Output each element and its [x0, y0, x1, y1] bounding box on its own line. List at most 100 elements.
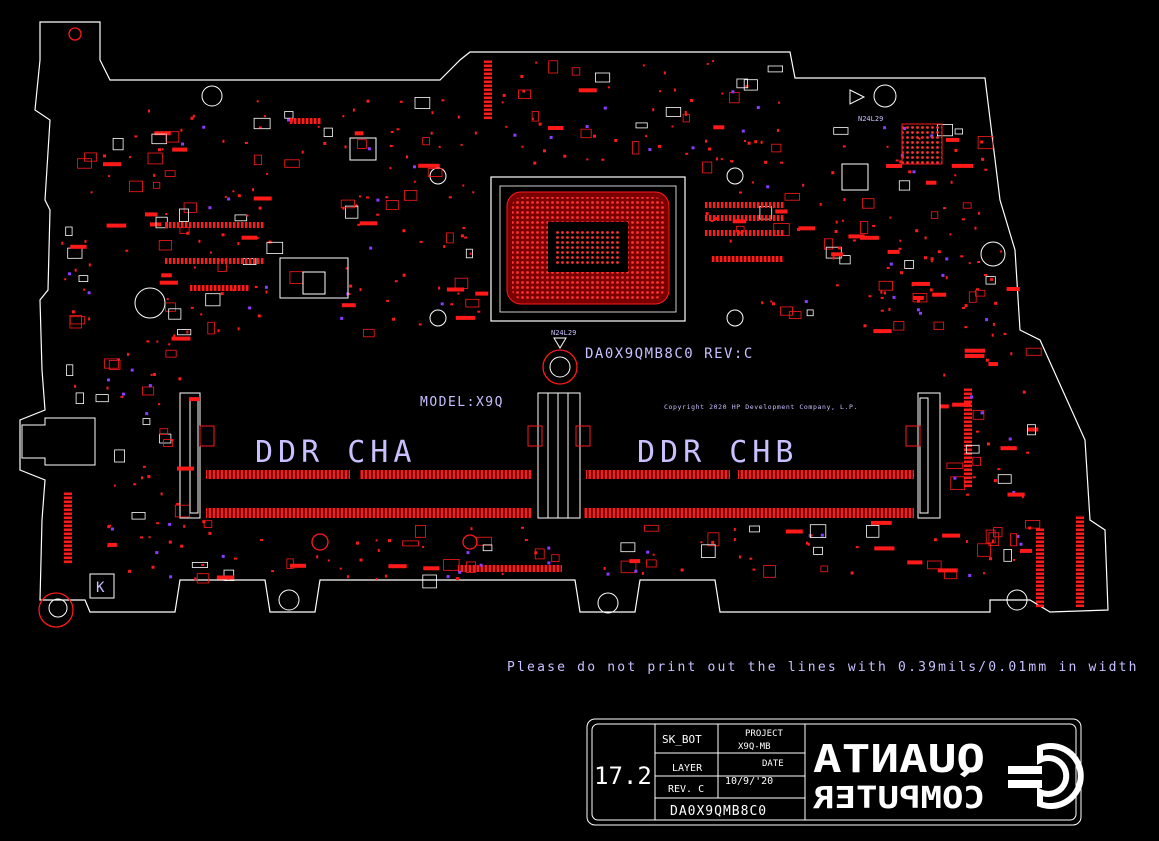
component-pad	[980, 411, 984, 415]
component-pad	[64, 278, 67, 281]
component-pad	[852, 239, 856, 242]
component-pad	[261, 258, 264, 264]
component-pad	[183, 524, 186, 528]
component-pad	[603, 106, 607, 110]
component-pad	[465, 298, 480, 308]
component-pad	[842, 145, 846, 148]
component-pad	[198, 285, 201, 291]
component-pad	[733, 230, 736, 236]
component-pad	[974, 226, 977, 230]
component-pad	[733, 527, 736, 531]
component-pad	[708, 147, 712, 151]
component-pad	[813, 546, 823, 555]
component-pad	[446, 575, 450, 579]
component-pad	[985, 276, 996, 285]
component-pad	[964, 304, 968, 308]
component-pad	[419, 240, 423, 243]
component-pad	[889, 216, 892, 219]
component-pad	[710, 219, 714, 222]
project-value: X9Q-MB	[738, 742, 771, 752]
component-pad	[1012, 491, 1016, 494]
component-pad	[205, 293, 221, 307]
component-pad	[462, 226, 466, 229]
component-pad	[266, 172, 269, 175]
component-pad	[168, 522, 172, 526]
component-pad	[898, 180, 911, 191]
component-pad	[705, 230, 708, 236]
rev-label: REV. C	[668, 784, 704, 795]
component-pad	[148, 536, 151, 539]
component-pad	[384, 574, 387, 578]
component-pad	[705, 202, 708, 208]
component-pad	[342, 115, 345, 118]
component-pad	[246, 285, 249, 291]
component-pad	[349, 284, 353, 288]
component-pad	[208, 531, 212, 535]
component-pad	[185, 258, 188, 264]
component-pad	[737, 215, 740, 221]
component-pad	[354, 131, 364, 136]
component-pad	[893, 321, 905, 331]
component-pad	[166, 298, 169, 300]
component-pad	[462, 184, 465, 187]
component-pad	[752, 256, 755, 262]
component-pad	[985, 318, 989, 322]
component-pad	[125, 249, 129, 252]
component-pad	[729, 215, 732, 221]
component-pad	[198, 239, 201, 243]
component-pad	[284, 111, 294, 119]
mounting-hole	[549, 356, 571, 378]
component-pad	[266, 241, 284, 255]
mounting-hole	[873, 84, 897, 108]
component-pad	[133, 483, 137, 486]
component-pad	[189, 222, 192, 228]
component-pad	[146, 340, 150, 343]
component-pad	[241, 222, 244, 228]
component-pad	[725, 202, 728, 208]
ddr-cha-label: DDR CHA	[255, 435, 416, 470]
component-pad	[745, 84, 749, 88]
component-pad	[993, 479, 997, 483]
component-pad	[164, 170, 176, 177]
component-pad	[972, 409, 985, 420]
component-pad	[772, 302, 775, 306]
right-connector-2	[1036, 528, 1044, 608]
component-pad	[477, 310, 481, 313]
component-pad	[966, 493, 970, 496]
component-pad	[173, 334, 176, 338]
component-pad	[257, 222, 260, 228]
component-pad	[344, 145, 347, 149]
component-pad	[113, 484, 116, 487]
mounting-hole	[48, 598, 68, 618]
component-pad	[406, 155, 408, 159]
component-pad	[67, 247, 83, 259]
component-pad	[359, 221, 378, 226]
component-pad	[457, 292, 460, 295]
component-pad	[781, 230, 784, 236]
component-pad	[233, 222, 236, 228]
component-pad	[965, 444, 980, 454]
component-pad	[446, 287, 465, 292]
component-pad	[443, 559, 460, 571]
component-pad	[83, 288, 86, 291]
component-pad	[984, 168, 988, 171]
component-pad	[359, 195, 361, 198]
component-pad	[216, 575, 235, 580]
component-pad	[168, 308, 182, 320]
component-pad	[713, 230, 716, 236]
component-pad	[201, 564, 205, 566]
component-pad	[965, 540, 968, 543]
component-pad	[709, 215, 712, 221]
component-pad	[177, 222, 180, 228]
component-pad	[140, 536, 143, 539]
component-pad	[685, 152, 689, 155]
component-pad	[207, 321, 215, 335]
component-pad	[538, 122, 542, 126]
component-pad	[431, 111, 434, 115]
component-pad	[156, 340, 159, 343]
component-pad	[348, 293, 351, 295]
component-pad	[908, 170, 912, 174]
board-part-number: DA0X9QMB8C0 REV:C	[585, 346, 754, 362]
component-pad	[193, 258, 196, 264]
component-pad	[994, 301, 998, 305]
